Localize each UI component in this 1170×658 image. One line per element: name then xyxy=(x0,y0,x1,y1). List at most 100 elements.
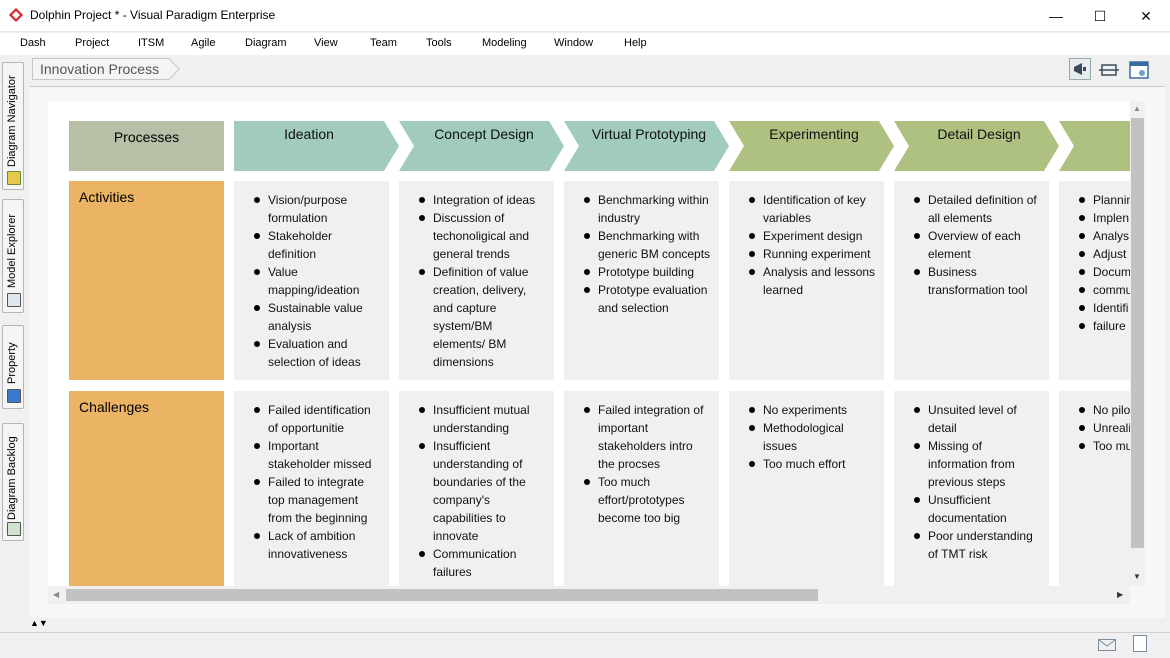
menu-modeling[interactable]: Modeling xyxy=(482,37,527,49)
visual-paradigm-logo-icon xyxy=(9,8,23,22)
fit-to-window-icon[interactable] xyxy=(1097,58,1119,80)
tab-model-explorer[interactable]: Model Explorer xyxy=(2,199,24,313)
document-edit-icon[interactable] xyxy=(1133,635,1147,652)
list-item: Sustainable value analysis xyxy=(254,299,382,335)
window-title: Dolphin Project * - Visual Paradigm Ente… xyxy=(30,8,276,22)
phase-header[interactable]: Ideation xyxy=(234,121,399,171)
tab-model-explorer-label: Model Explorer xyxy=(6,214,18,288)
phase-chevron-shape xyxy=(399,121,564,171)
mail-icon[interactable] xyxy=(1098,639,1116,651)
side-tab-strip: Diagram Navigator Model Explorer Propert… xyxy=(0,57,26,632)
phase-header[interactable]: Concept Design xyxy=(399,121,564,171)
tab-diagram-navigator-label: Diagram Navigator xyxy=(6,75,18,167)
diagram-canvas[interactable]: Processes Activities Challenges Ideation… xyxy=(48,101,1130,586)
list-item: Benchmarking with generic BM concepts xyxy=(584,227,712,263)
maximize-button[interactable]: ☐ xyxy=(1093,7,1107,24)
list-item: Definition of value creation, delivery, … xyxy=(419,263,547,371)
list-item: failure xyxy=(1079,317,1130,335)
close-button[interactable]: ✕ xyxy=(1140,7,1152,24)
menu-window[interactable]: Window xyxy=(554,37,594,49)
list-item: Overview of each element xyxy=(914,227,1042,263)
list-item: Discussion of techonoligical and general… xyxy=(419,209,547,263)
menu-bar: Dash Project ITSM Agile Diagram View Tea… xyxy=(0,33,1170,55)
menu-team[interactable]: Team xyxy=(370,37,397,49)
processes-header[interactable]: Processes xyxy=(69,121,224,171)
list-item: Docum xyxy=(1079,263,1130,281)
list-item: Too much effort xyxy=(749,455,877,473)
list-item: Prototype evaluation and selection xyxy=(584,281,712,317)
list-item: Failed to integrate top management from … xyxy=(254,473,382,527)
list-item: Failed identification of opportunitie xyxy=(254,401,382,437)
phase-header[interactable]: Detail Design xyxy=(894,121,1059,171)
phase-header[interactable]: Pi xyxy=(1059,121,1130,171)
scroll-right-arrow-icon[interactable]: ▶ xyxy=(1117,590,1124,599)
challenges-cell[interactable]: Failed integration of important stakehol… xyxy=(564,391,719,586)
list-item: Evaluation and selection of ideas xyxy=(254,335,382,371)
phase-title: Virtual Prototyping xyxy=(591,126,707,142)
menu-view[interactable]: View xyxy=(314,37,338,49)
challenges-label: Challenges xyxy=(79,399,150,415)
list-item: Experiment design xyxy=(749,227,877,245)
scroll-left-arrow-icon[interactable]: ◀ xyxy=(53,590,60,599)
minimize-button[interactable]: — xyxy=(1049,8,1063,24)
collapse-panel-arrows-icon[interactable]: ▲▼ xyxy=(30,618,48,628)
activities-row-label[interactable]: Activities xyxy=(69,181,224,380)
list-item: Lack of ambition innovativeness xyxy=(254,527,382,563)
list-item: Integration of ideas xyxy=(419,191,547,209)
scroll-up-arrow-icon[interactable]: ▲ xyxy=(1133,104,1141,113)
menu-help[interactable]: Help xyxy=(624,37,647,49)
menu-tools[interactable]: Tools xyxy=(426,37,452,49)
horizontal-scrollbar-thumb[interactable] xyxy=(66,589,818,601)
menu-itsm[interactable]: ITSM xyxy=(138,37,165,49)
list-item: Plannin xyxy=(1079,191,1130,209)
phase-chevron-shape xyxy=(564,121,729,171)
menu-agile[interactable]: Agile xyxy=(191,37,216,49)
announcement-icon[interactable] xyxy=(1069,58,1091,80)
list-item: Analys xyxy=(1079,227,1130,245)
diagram-layout-icon[interactable] xyxy=(1127,58,1149,80)
tab-diagram-backlog[interactable]: Diagram Backlog xyxy=(2,423,24,541)
diagram-navigator-icon xyxy=(7,171,21,185)
challenges-row-label[interactable]: Challenges xyxy=(69,391,224,586)
activities-label: Activities xyxy=(79,189,135,205)
menu-dash[interactable]: Dash xyxy=(20,37,46,49)
vertical-scrollbar-thumb[interactable] xyxy=(1131,118,1144,548)
phase-chevron-shape xyxy=(1059,121,1130,171)
phase-header[interactable]: Experimenting xyxy=(729,121,894,171)
menu-project[interactable]: Project xyxy=(75,37,110,49)
list-item: Failed integration of important stakehol… xyxy=(584,401,712,473)
list-item: Unsufficient documentation xyxy=(914,491,1042,527)
tab-diagram-navigator[interactable]: Diagram Navigator xyxy=(2,62,24,190)
breadcrumb-label: Innovation Process xyxy=(40,61,160,77)
list-item: Too much effort/prototypes become too bi… xyxy=(584,473,712,527)
tab-diagram-backlog-label: Diagram Backlog xyxy=(6,436,18,520)
menu-diagram[interactable]: Diagram xyxy=(245,37,287,49)
tab-property[interactable]: Property xyxy=(2,325,24,409)
phase-chevron-shape xyxy=(234,121,399,171)
list-item: No experiments xyxy=(749,401,877,419)
phase-header[interactable]: Virtual Prototyping xyxy=(564,121,729,171)
scroll-down-arrow-icon[interactable]: ▼ xyxy=(1133,572,1141,581)
list-item: Identification of key variables xyxy=(749,191,877,227)
list-item: Detailed definition of all elements xyxy=(914,191,1042,227)
list-item: Insufficient mutual understanding xyxy=(419,401,547,437)
list-item: commu xyxy=(1079,281,1130,299)
